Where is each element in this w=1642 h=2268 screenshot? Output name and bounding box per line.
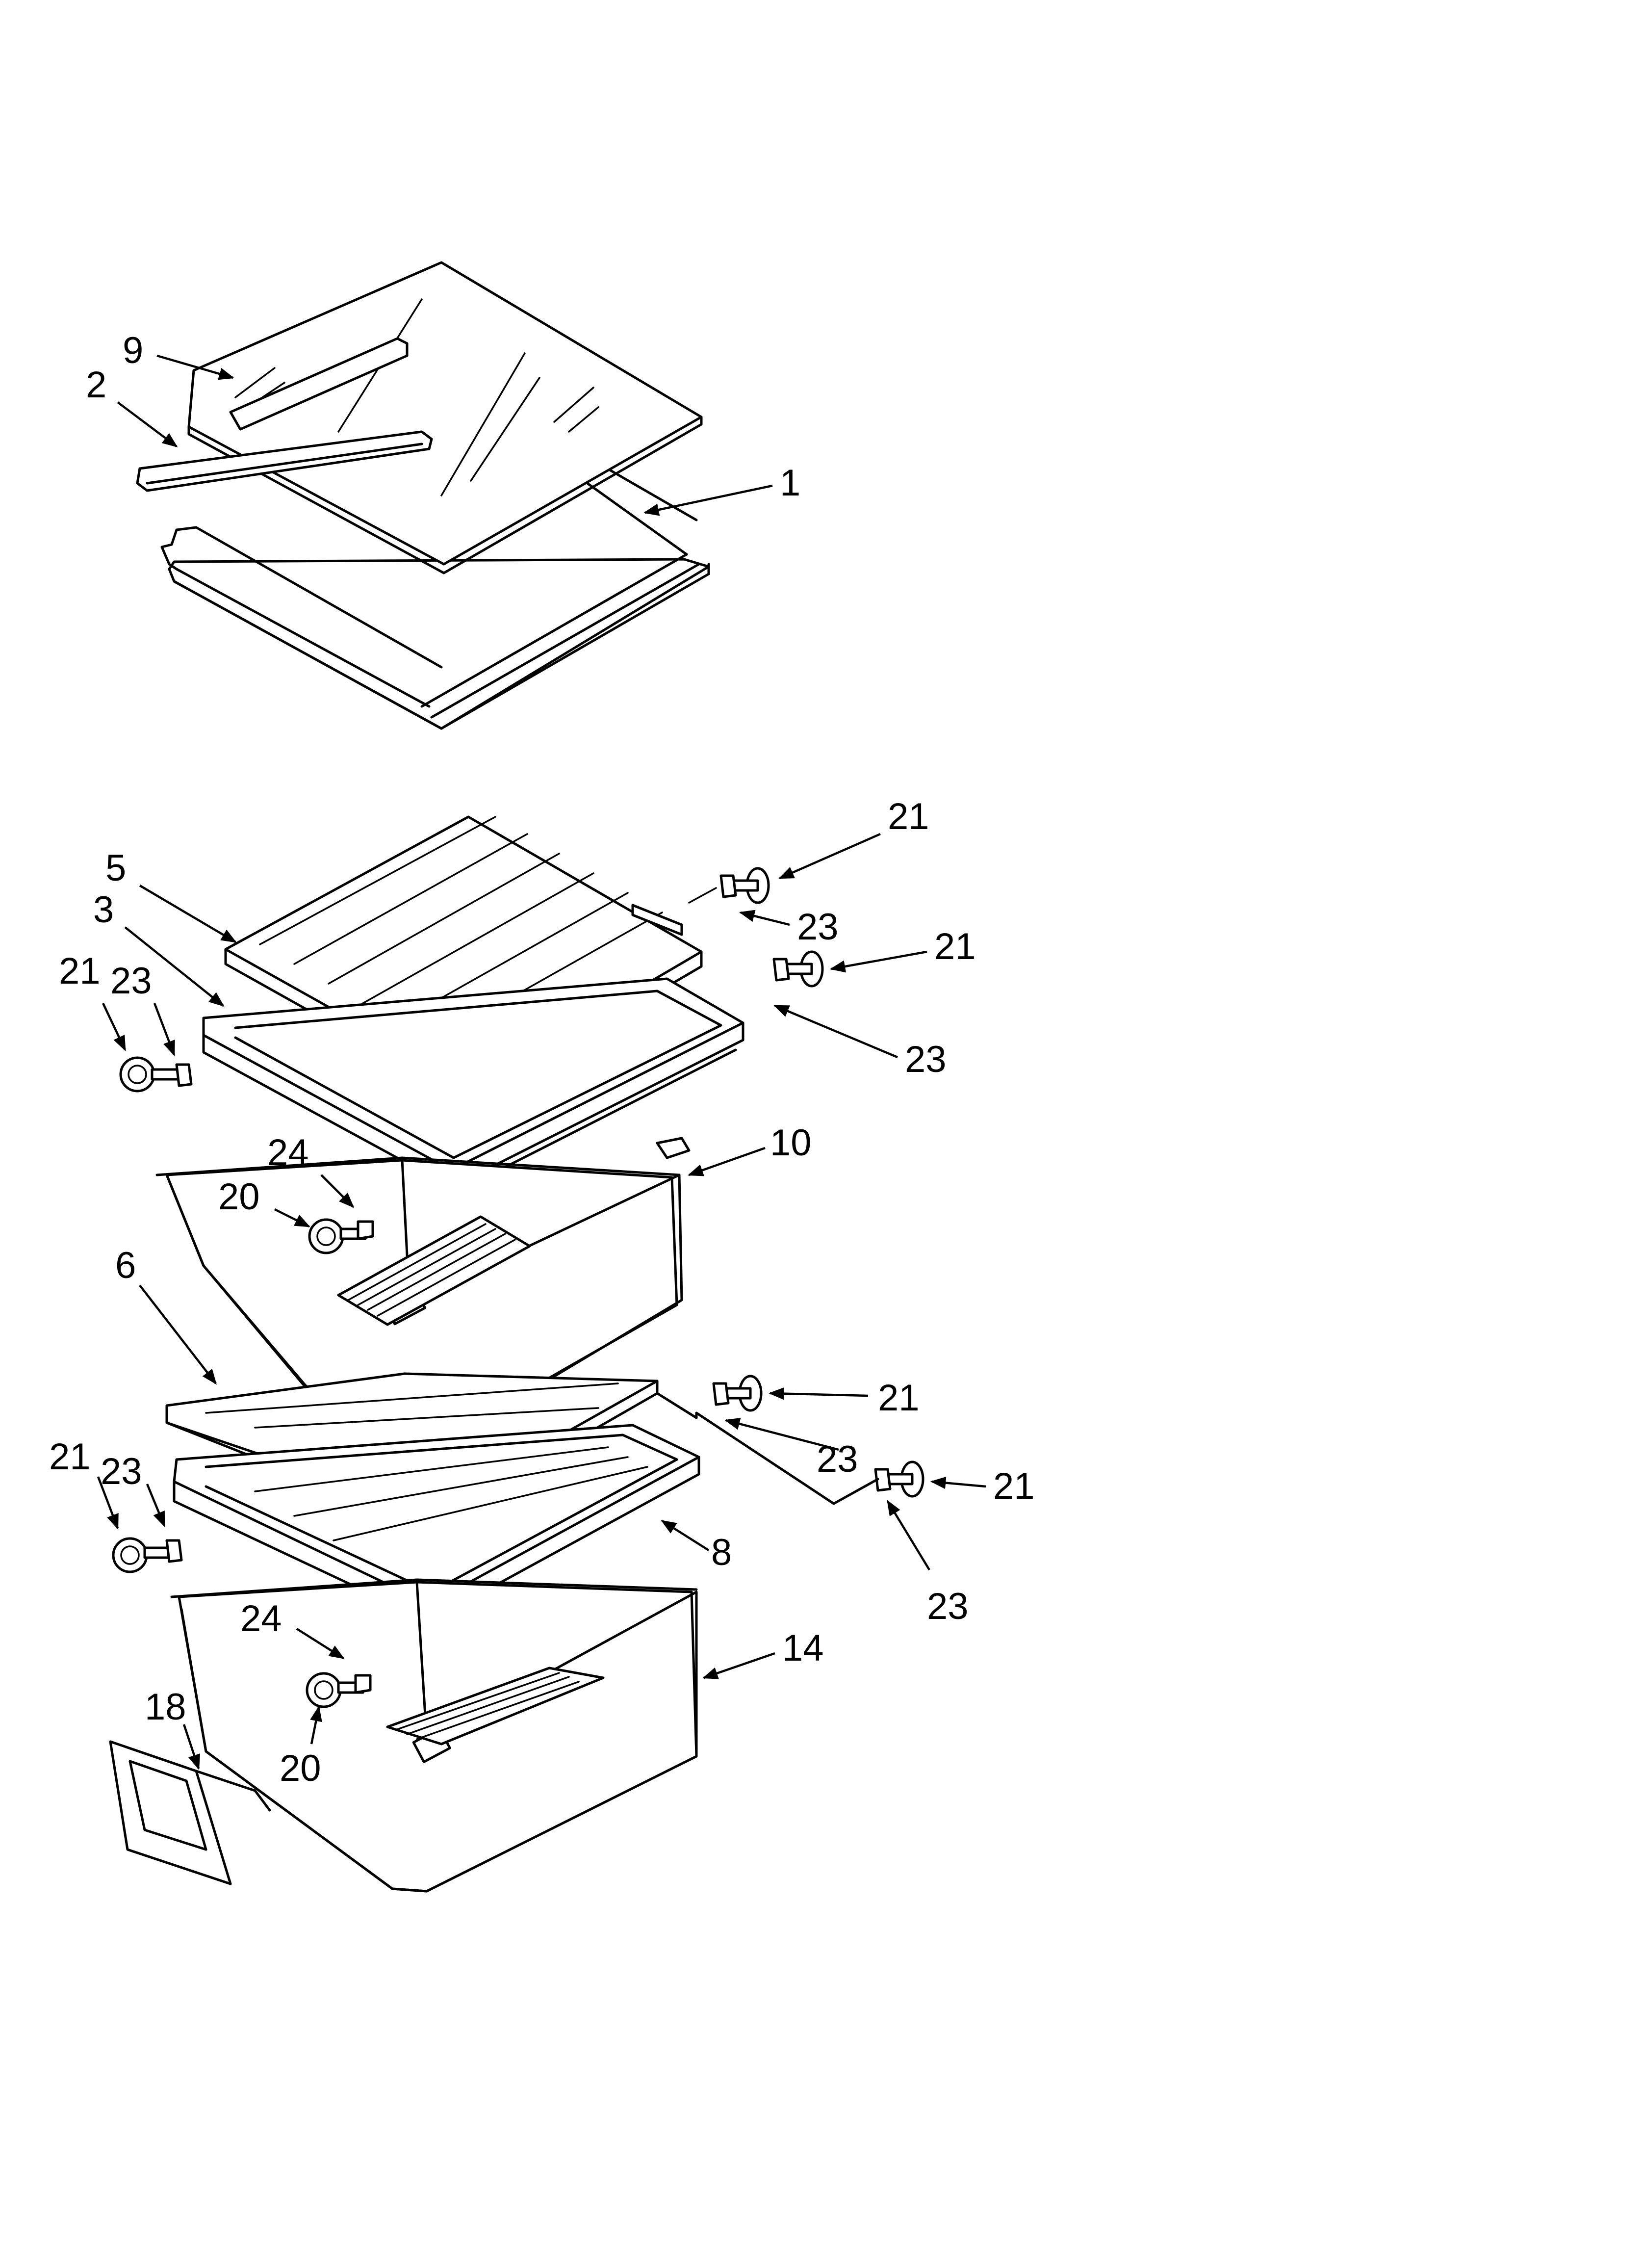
callout-14: 14 (782, 1627, 824, 1669)
roller-wheel (306, 1672, 372, 1708)
roller-wheel (712, 1375, 763, 1412)
callout-24: 24 (240, 1598, 282, 1640)
callout-20: 20 (218, 1176, 260, 1218)
upper-crisper-pan (155, 1137, 691, 1466)
callout-5: 5 (105, 847, 126, 889)
callout-8: 8 (711, 1532, 732, 1573)
callout-9: 9 (123, 330, 143, 371)
callout-2: 2 (86, 364, 106, 406)
callout-21: 21 (49, 1436, 91, 1478)
callout-3: 3 (93, 889, 114, 931)
shelf-trim (136, 430, 433, 492)
glass-trim-strip (229, 337, 409, 431)
callout-18: 18 (145, 1686, 186, 1728)
callout-1: 1 (780, 462, 800, 504)
callout-21: 21 (59, 950, 101, 992)
callout-24: 24 (267, 1132, 309, 1173)
roller-wheel (112, 1537, 183, 1573)
callout-20: 20 (280, 1747, 321, 1789)
shelf-glass (187, 261, 703, 574)
roller-wheel (874, 1460, 924, 1498)
callout-10: 10 (770, 1122, 812, 1164)
callout-23: 23 (101, 1451, 142, 1492)
guide-line (656, 1392, 879, 1505)
callout-23: 23 (797, 906, 839, 948)
lower-crisper-pan (170, 1578, 698, 1893)
roller-wheel (308, 1218, 374, 1254)
callout-23: 23 (817, 1438, 858, 1480)
callout-21: 21 (878, 1377, 920, 1419)
guide-line (688, 887, 717, 904)
callout-23: 23 (905, 1039, 947, 1080)
roller-wheel (119, 1056, 193, 1093)
roller-wheel (772, 950, 824, 988)
callout-6: 6 (115, 1245, 136, 1286)
shelf-frame (160, 371, 710, 730)
callout-21: 21 (993, 1465, 1035, 1507)
roller-wheel (719, 867, 770, 904)
callout-labels: 9 2 1 21 5 3 23 21 21 23 23 24 10 20 6 2… (49, 330, 1035, 1789)
callout-21: 21 (934, 926, 976, 967)
callout-21: 21 (888, 796, 929, 837)
leader-lines (97, 354, 986, 1770)
label-card (109, 1740, 271, 1885)
callout-23: 23 (927, 1586, 969, 1627)
callout-23: 23 (110, 960, 152, 1002)
